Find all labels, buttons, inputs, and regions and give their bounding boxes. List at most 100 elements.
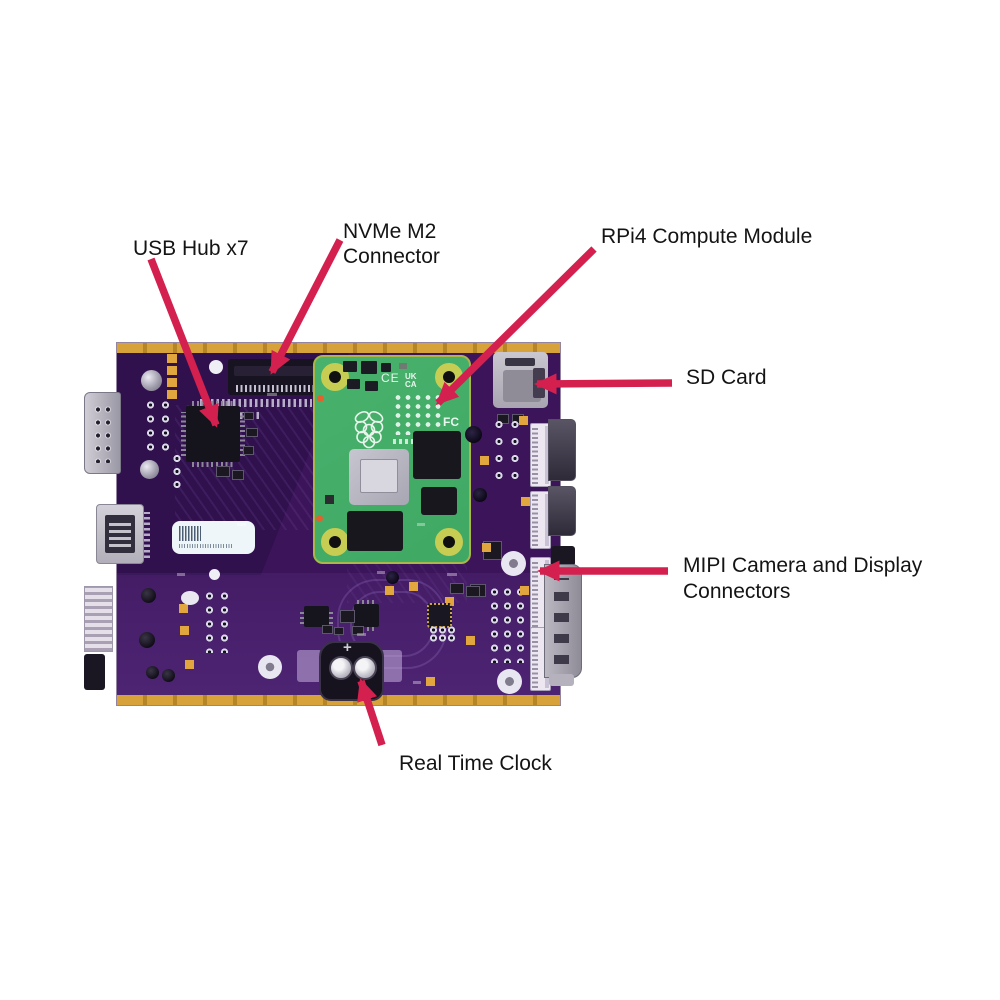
silkscreen [177,573,185,576]
pin-row [200,399,312,407]
db9-pins [554,578,569,664]
mounting-screw [140,460,159,479]
board-hole [209,569,220,580]
battery-holder-tab [297,650,322,682]
pad-grid [429,626,455,642]
label-rtc: Real Time Clock [399,752,552,775]
board-hole [465,426,482,443]
pin-row [144,512,150,558]
cm4-mounting-hole [435,363,463,391]
orange-pad [316,515,323,522]
cm4-mounting-hole [435,528,463,556]
soic-chip [300,606,333,627]
mipi-connector [530,423,551,487]
barcode-sticker [172,521,255,554]
ukca-mark: UK CA [405,373,417,389]
smd-component [232,470,244,480]
smd-component [450,583,464,594]
battery-contact [353,656,377,680]
gold-pad [519,416,528,425]
gold-pad [180,626,189,635]
emmc-chip [347,511,403,551]
smd-component [334,627,344,635]
smd-component [343,361,357,372]
sd-slot-opening [505,358,535,366]
standoff [258,655,282,679]
through-hole-pads [488,585,528,663]
battery-contact [329,656,353,680]
through-hole-pads [491,416,523,484]
gold-pad [185,660,194,669]
gold-pad [385,586,394,595]
db9-foot [549,674,574,686]
gold-pad [426,677,435,686]
standoff [501,551,526,576]
through-hole-pads [143,398,173,454]
ram-chip [413,431,461,479]
smd-component [322,625,333,634]
smd-component [216,466,230,477]
smd-component [244,412,254,420]
capacitor [139,632,155,648]
gold-pad [466,636,475,645]
smd-component [466,586,480,597]
capacitor [146,666,159,679]
chip-pins [240,412,245,456]
label-mipi: MIPI Camera and Display Connectors [683,554,923,603]
smd-component [352,626,364,635]
board-hole [473,488,487,502]
edge-connector-left [84,586,113,652]
smd-component [381,363,391,372]
mounting-screw [141,370,162,391]
gold-pad [445,597,454,606]
soc-shield [349,449,409,505]
chip-pins [181,412,186,456]
capacitor [162,669,175,682]
rpi4-compute-module: CE UK CA FC [313,355,471,564]
usb-port-right [548,419,576,481]
smd-component [399,363,407,369]
silkscreen [357,633,366,636]
board-hole [181,591,199,605]
standoff [497,669,522,694]
smd-component [340,610,355,623]
label-sd-card: SD Card [686,366,767,389]
ukca-mark-bottom: CA [405,380,417,389]
gold-pad [179,604,188,613]
usb-port-right [548,486,576,536]
gold-edge-top [117,343,560,353]
serial-db9-port-left [84,392,121,474]
smd-component [243,446,254,455]
db9-pin-holes [93,403,113,463]
silkscreen [413,681,421,684]
sd-card-slot [493,352,548,408]
sd-card [533,368,545,398]
serial-db9-port-right [544,564,582,678]
through-hole-pads [202,589,232,653]
smd-component [365,381,378,391]
wifi-chip [421,487,457,515]
gold-pad [482,543,491,552]
capacitor [141,588,156,603]
gold-pad [520,586,529,595]
qfn-chip [427,603,452,628]
cm4-mounting-hole [321,528,349,556]
battery-plus-mark: + [343,639,352,656]
label-nvme: NVMe M2 Connector [343,220,440,268]
label-usb-hub: USB Hub x7 [133,237,249,260]
fcc-mark: FC [443,415,459,429]
orange-pad [317,395,324,402]
silkscreen [417,523,425,526]
silkscreen [237,523,246,526]
label-rpi4: RPi4 Compute Module [601,225,813,248]
mipi-connector [530,491,551,549]
db9-shell-cap [551,546,575,566]
test-pad-grid [393,393,443,435]
gold-pad [409,582,418,591]
smd-component [347,379,360,389]
silkscreen [447,573,457,576]
hdmi-port-left [96,504,144,564]
usb-hub-chip [181,401,245,467]
soic-chip [354,600,379,631]
